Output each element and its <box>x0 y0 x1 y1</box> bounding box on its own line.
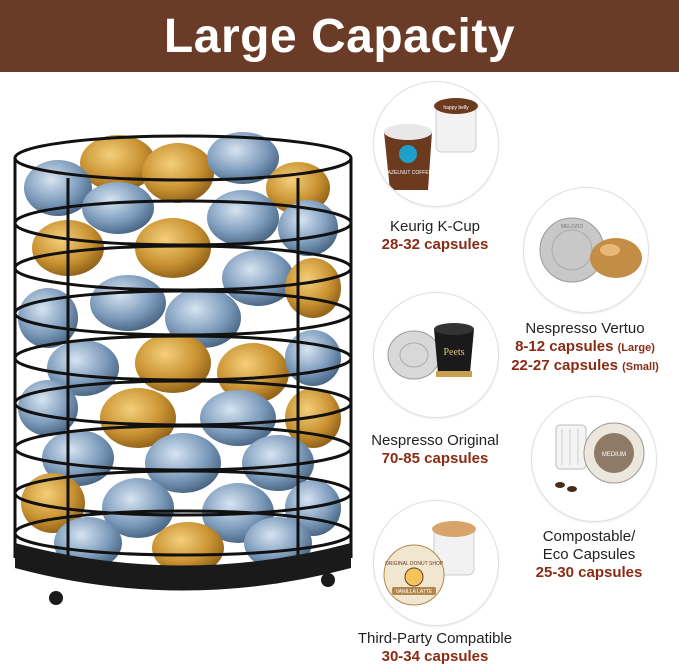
banner-title: Large Capacity <box>163 9 516 63</box>
thirdparty-image-circle: ORIGINAL DONUT SHOP VANILLA LATTE <box>373 500 499 626</box>
svg-text:MEDIUM: MEDIUM <box>602 452 626 458</box>
kcup-image-circle: happy belly HAZELNUT COFFEE <box>373 81 499 207</box>
svg-text:ORIGINAL DONUT SHOP: ORIGINAL DONUT SHOP <box>385 561 444 567</box>
kcup-pod-icon: happy belly HAZELNUT COFFEE <box>384 98 478 190</box>
original-image-circle: Peets <box>373 292 499 418</box>
eco-pod-icon: MEDIUM <box>555 422 645 492</box>
kcup-name: Keurig K-Cup <box>389 218 481 235</box>
svg-text:happy belly: happy belly <box>443 105 469 111</box>
thirdparty-name: Third-Party Compatible <box>357 630 513 647</box>
svg-text:HAZELNUT COFFEE: HAZELNUT COFFEE <box>384 170 433 176</box>
eco-capacity: 25-30 capsules <box>535 564 643 581</box>
thirdparty-capacity: 30-34 capsules <box>381 648 489 665</box>
original-pod-icon: Peets <box>387 323 474 380</box>
eco-image-circle: MEDIUM <box>531 396 657 522</box>
eco-name-line2: Eco Capsules <box>542 546 636 563</box>
original-label: Nespresso Original 70-85 capsules <box>340 432 530 468</box>
vertuo-image-circle: MELOZIO <box>523 187 649 313</box>
rack-base <box>15 543 351 591</box>
capsule-rack-image <box>13 132 353 605</box>
vertuo-capacity-large: 8-12 capsules (Large) <box>515 338 655 355</box>
vertuo-pod-icon: MELOZIO <box>539 217 642 283</box>
kcup-label: Keurig K-Cup 28-32 capsules <box>340 218 530 254</box>
original-name: Nespresso Original <box>371 432 499 449</box>
banner: Large Capacity <box>0 0 679 72</box>
svg-text:MELOZIO: MELOZIO <box>561 224 584 230</box>
thirdparty-pod-icon: ORIGINAL DONUT SHOP VANILLA LATTE <box>383 521 476 606</box>
eco-label: Compostable/ Eco Capsules 25-30 capsules <box>500 528 678 582</box>
vertuo-label: Nespresso Vertuo 8-12 capsules (Large) 2… <box>492 320 678 376</box>
kcup-capacity: 28-32 capsules <box>381 236 489 253</box>
vertuo-capacity-small: 22-27 capsules (Small) <box>511 357 659 374</box>
svg-text:Peets: Peets <box>443 347 464 358</box>
thirdparty-label: Third-Party Compatible 30-34 capsules <box>330 630 540 666</box>
vertuo-name: Nespresso Vertuo <box>525 320 645 337</box>
wire-frame <box>13 134 353 578</box>
eco-name-line1: Compostable/ <box>542 528 636 545</box>
svg-text:VANILLA LATTE: VANILLA LATTE <box>396 589 433 595</box>
original-capacity: 70-85 capsules <box>381 450 489 467</box>
